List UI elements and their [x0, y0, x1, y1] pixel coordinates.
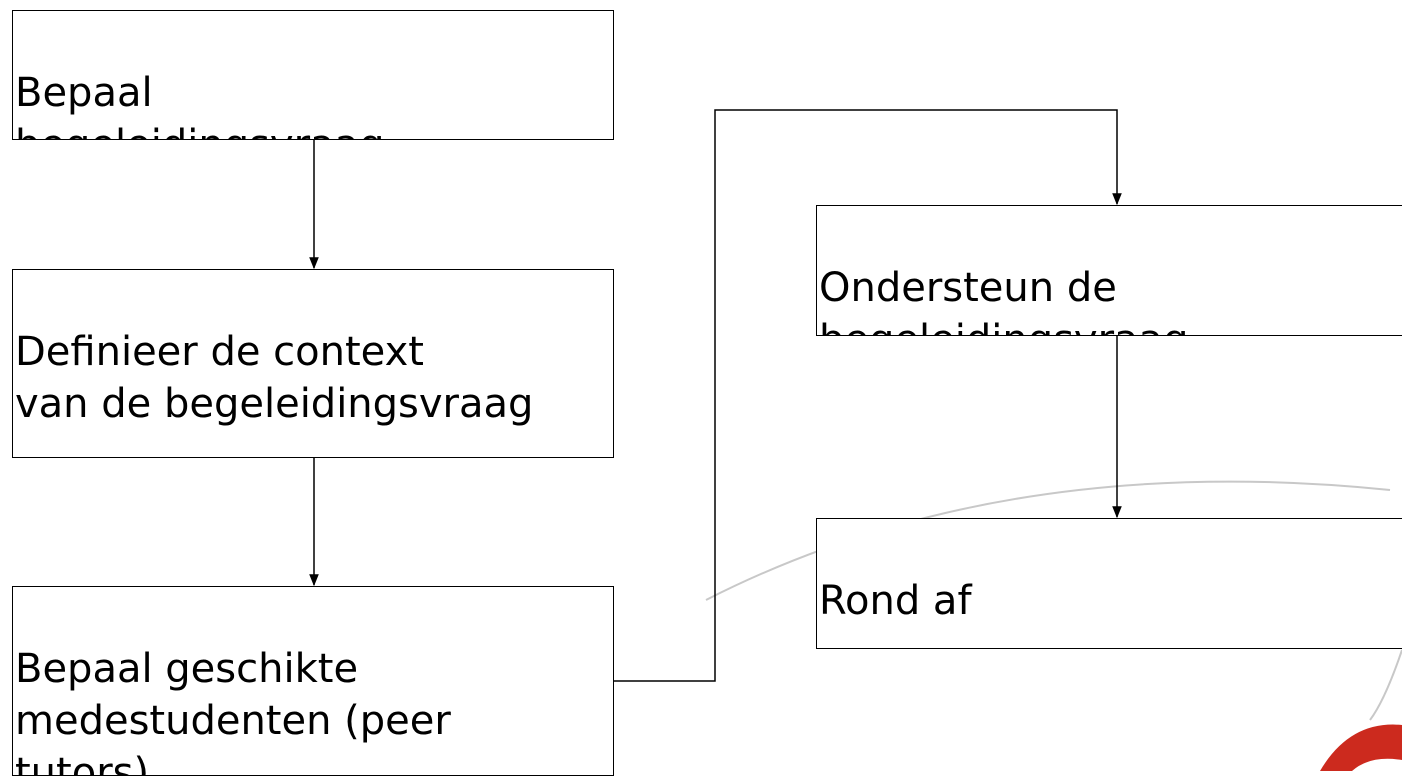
step-label: Bepaal begeleidingsvraag: [15, 70, 384, 139]
step-definieer-context: Definieer de context van de begeleidings…: [12, 269, 614, 458]
logo-fragment: [1320, 724, 1402, 771]
step-ondersteun-begeleidingsvraag: Ondersteun de begeleidingsvraag: [816, 205, 1402, 336]
step-label: Bepaal geschikte medestudenten (peer tut…: [15, 646, 451, 776]
step-rond-af: Rond af: [816, 518, 1402, 649]
step-label: Ondersteun de begeleidingsvraag: [819, 265, 1188, 335]
step-bepaal-begeleidingsvraag: Bepaal begeleidingsvraag: [12, 10, 614, 140]
step-label: Definieer de context van de begeleidings…: [15, 329, 534, 427]
step-label: Rond af: [819, 578, 972, 624]
background-arc-vertical: [1369, 649, 1402, 721]
step-bepaal-medestudenten: Bepaal geschikte medestudenten (peer tut…: [12, 586, 614, 776]
